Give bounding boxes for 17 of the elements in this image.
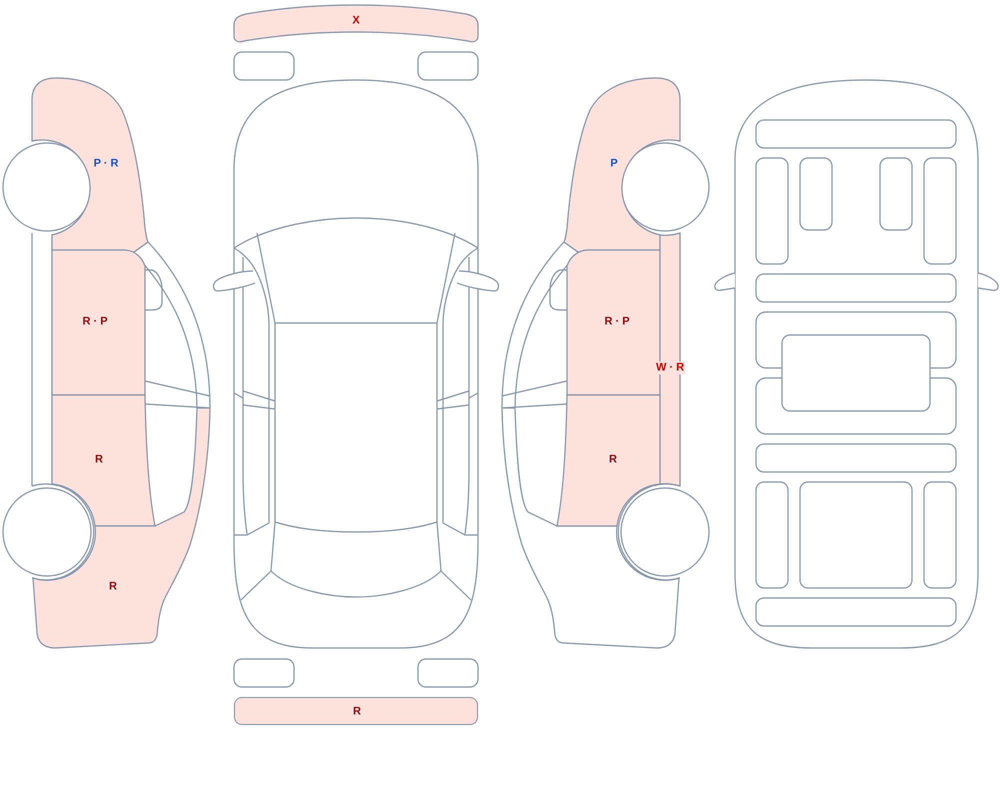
damage-code: R — [109, 580, 117, 594]
rear-door — [556, 394, 661, 527]
damage-code: R — [353, 706, 361, 718]
damage-code: R — [95, 454, 103, 466]
damage-code: P — [610, 158, 618, 170]
rear-bumper — [234, 697, 478, 725]
side-sill — [654, 232, 686, 487]
damage-code: R · P — [82, 316, 108, 328]
damage-code: W · R — [654, 362, 686, 374]
damage-code: R · P — [604, 316, 630, 328]
rear-door — [51, 394, 156, 527]
front-fender — [562, 77, 681, 253]
front-door — [51, 249, 146, 396]
damage-code: X — [352, 14, 360, 28]
damage-code: R — [609, 454, 617, 466]
damage-code: P · R — [94, 158, 118, 170]
front-fender — [31, 77, 150, 253]
